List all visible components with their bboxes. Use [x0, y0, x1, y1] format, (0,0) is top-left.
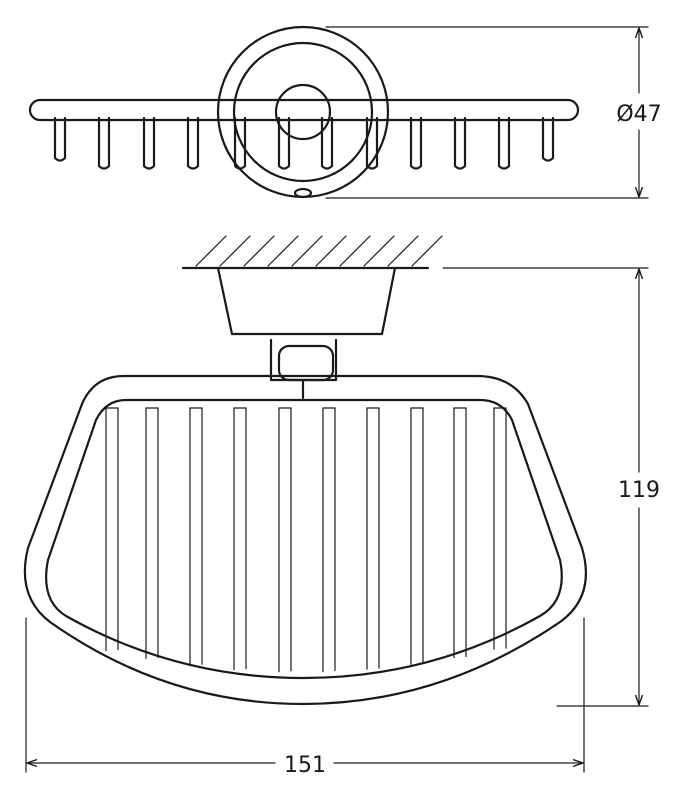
basket-bar	[233, 407, 247, 671]
basket-bars	[105, 407, 507, 673]
basket-bar	[493, 407, 507, 650]
basket-bar	[453, 407, 467, 659]
flange-inner-circle	[232, 41, 374, 183]
basket-tines	[53, 116, 555, 170]
basket-bar	[322, 407, 336, 673]
basket-outer-frame	[23, 374, 587, 706]
basket-tine	[277, 116, 291, 170]
hatch-line	[219, 235, 251, 267]
width-label: 151	[284, 753, 326, 778]
hatch-line	[291, 235, 323, 267]
basket-rail	[28, 98, 580, 122]
basket-tine	[365, 116, 379, 170]
basket-tine	[53, 116, 67, 162]
mount-cup	[216, 266, 397, 336]
connector-knob	[277, 344, 335, 382]
flange-outer-circle	[216, 25, 390, 199]
hatch-line	[363, 235, 395, 267]
hatch-line	[243, 235, 275, 267]
hatch-line	[315, 235, 347, 267]
basket-tine	[233, 116, 247, 170]
wall-hatch	[195, 235, 443, 267]
dimensions: Ø47 119 151	[25, 26, 662, 778]
basket-bar	[145, 407, 159, 660]
height-label: 119	[618, 478, 660, 503]
hatch-line	[411, 235, 443, 267]
hatch-line	[195, 235, 227, 267]
basket-tine	[453, 116, 467, 170]
basket-tine	[320, 116, 334, 170]
basket-inner-frame	[45, 398, 563, 680]
diameter-label: Ø47	[616, 102, 661, 127]
basket-tine	[541, 116, 555, 162]
basket-tine	[497, 116, 511, 170]
hatch-line	[267, 235, 299, 267]
basket-tine	[97, 116, 111, 170]
front-view	[23, 235, 587, 706]
hatch-line	[339, 235, 371, 267]
basket-bar	[410, 407, 424, 665]
basket-bar	[189, 407, 203, 666]
hatch-line	[387, 235, 419, 267]
basket-tine	[186, 116, 200, 170]
set-screw	[293, 187, 313, 199]
basket-bar	[366, 407, 380, 670]
basket-tine	[409, 116, 423, 170]
flange-center-circle	[274, 83, 332, 141]
top-view	[28, 25, 580, 199]
basket-bar	[105, 407, 119, 652]
basket-tine	[142, 116, 156, 170]
basket-bar	[278, 407, 292, 673]
